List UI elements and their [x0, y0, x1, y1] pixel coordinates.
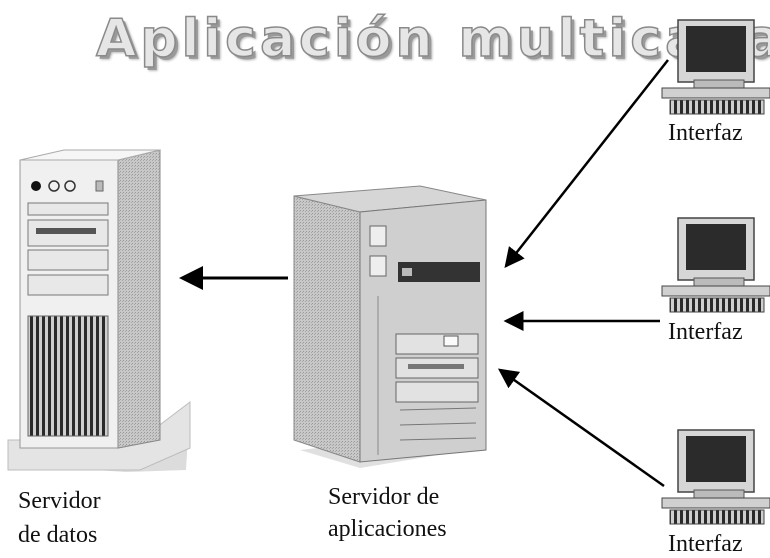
client-label: Interfaz	[668, 319, 743, 345]
client-computer-icon	[661, 217, 770, 313]
client-computer-icon	[661, 19, 770, 115]
app-server-label-line2: aplicaciones	[328, 516, 447, 542]
client-computer-icon	[661, 429, 770, 525]
data-server-icon	[7, 149, 191, 472]
data-server-label-line1: Servidor	[18, 488, 101, 514]
client-label: Interfaz	[668, 531, 743, 557]
app-server-label-line1: Servidor de	[328, 484, 440, 510]
arrow-client1-to-app	[504, 59, 669, 268]
client-label: Interfaz	[668, 120, 743, 146]
app-server-icon	[293, 185, 487, 468]
data-server-label-line2: de datos	[18, 522, 98, 548]
arrow-client3-to-app	[497, 368, 665, 488]
